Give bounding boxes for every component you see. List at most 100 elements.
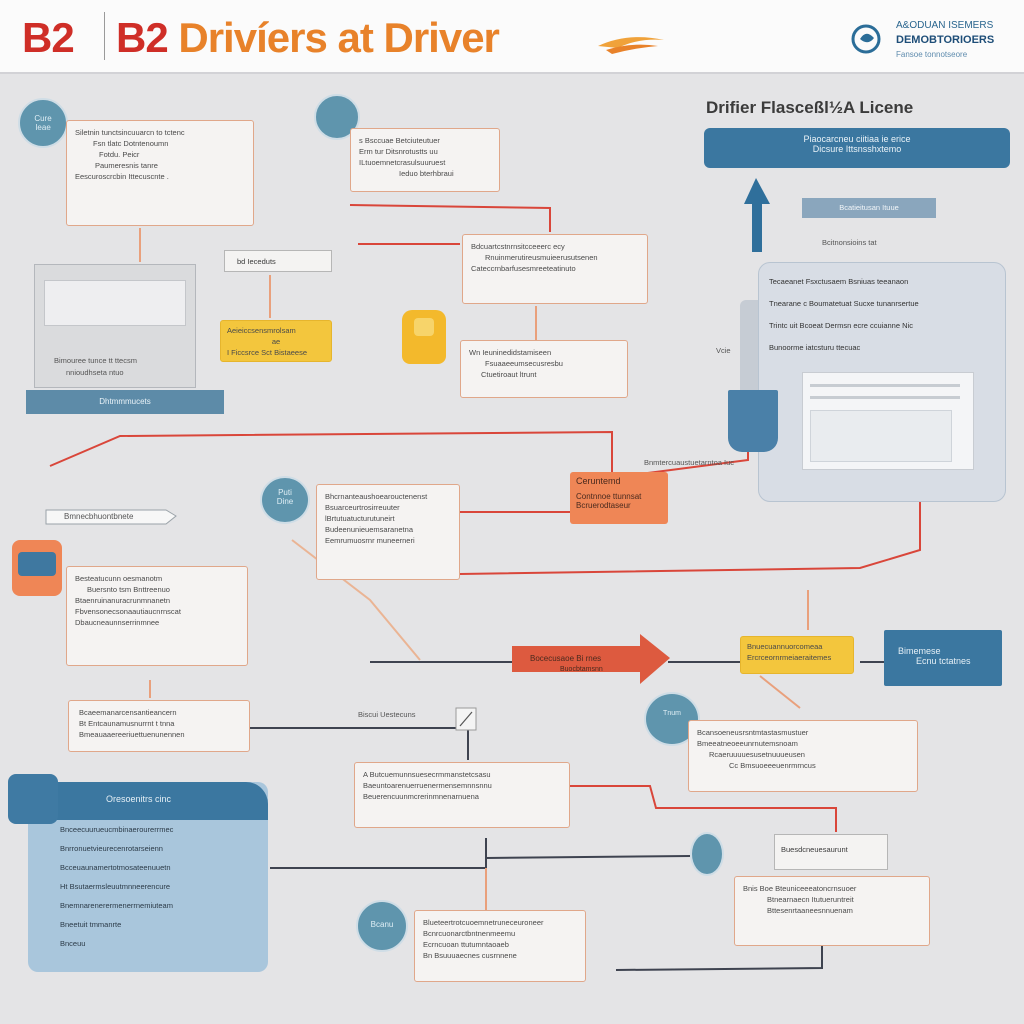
info-box-bottom-right: Bnis Boe Bteuniceeeatoncrnsuoer Btnearna…: [734, 876, 930, 946]
info-box-bottom-center: A Butcuemunnsuesecrmmanstetcsasu Baeunto…: [354, 762, 570, 828]
panel-line: Bnceuu: [60, 939, 86, 948]
box-line: Rnuinmerutireusmuieerusutsenen: [485, 253, 598, 262]
orange-step-line: Bcruerodtaseur: [576, 501, 631, 510]
box-line: Paumeresnis tanre: [95, 161, 158, 170]
car-icon-window: [18, 552, 56, 576]
box-line: Budeenunieuemsaranetna: [325, 525, 413, 534]
doc-table: [810, 410, 952, 462]
mid-left-label: Biscui Uestecuns: [358, 710, 416, 719]
yellow-line: ae: [271, 337, 281, 346]
box-line: lBrtutuatucturutuneirt: [325, 514, 395, 523]
box-line: Baeuntoarenuerruenermensemnnsnnu: [363, 781, 492, 790]
info-box-middle-left: Besteatucunn oesmanotm Buersnto tsm Bntt…: [66, 566, 248, 666]
panel-line: Bnceecuurueucmbinaerourerrmec: [60, 825, 174, 834]
box-line: Wn Ieuninedidstamiseen: [469, 348, 552, 357]
license-banner[interactable]: Piaocarcneu ciitiaa ie erice Dicsure Itt…: [704, 128, 1010, 168]
panel-line: Bcceuaunamertotmosateenuuetn: [60, 863, 171, 872]
page-title: B2 Drivíers at Driver: [116, 14, 500, 62]
box-line: Rcaeruuuuesusetnuuueusen: [709, 750, 805, 759]
box-line: Bttesenrtaaneesnnuenam: [767, 906, 853, 915]
box-line: Btaenruinanuracrunmnanetn: [75, 596, 171, 605]
box-line: Bhcrnanteaushoearouctenenst: [325, 492, 428, 501]
swoosh-icon: [598, 37, 664, 54]
box-line: Cateccrnbarfusesmreeteatinuto: [471, 264, 576, 273]
box-line: s Bsccuae Betciuteutuer: [359, 136, 440, 145]
arrow-tag-label: Bmnecbhuontbnete: [64, 512, 134, 521]
license-caption: Bcitnonsioins tat: [822, 238, 877, 247]
right-tab-line2: Ecnu tctatnes: [916, 656, 971, 666]
logo-text-line3: Fansoe tonnotseore: [896, 50, 968, 59]
lock-icon-shine: [414, 318, 434, 336]
info-box-lower-left: Bcaeemanarcensantieancern Bt Entcaunamus…: [68, 700, 250, 752]
license-banner-line1: Piaocarcneu ciitiaa ie erice: [803, 134, 911, 144]
card-footer-button[interactable]: Dhtmmmucets: [26, 390, 224, 414]
panel-line: Bneetuit tmmanrte: [60, 920, 122, 929]
yellow-note-lower: Bnuecuannuorcomeaa Ercrceornrmeiaeraitem…: [740, 636, 854, 674]
box-line: Cc Bmsuoeeeuenrmrncus: [729, 761, 816, 770]
box-line: Bsuarceurtrosirreuuter: [325, 503, 400, 512]
box-line: Bdcuartcstnrnsitcceeerc ecy: [471, 242, 565, 251]
info-box-lower-right: Bcansoeneusrsntmtastasmustuer Bmeeatneoe…: [688, 720, 918, 792]
box-line: Eemrumuosrnr muneerneri: [325, 536, 415, 545]
badge-circle-small: [690, 832, 724, 876]
info-box-low-center: Wn Ieuninedidstamiseen Fsuaaeeumsecusres…: [460, 340, 628, 398]
logo-text-line2: DEMOBTORIOERS: [896, 34, 995, 46]
box-line: Buersnto tsm Bnttreenuo: [87, 585, 170, 594]
panel-line: Tecaeanet Fsxctusaem Bsniuas teeanaon: [769, 277, 909, 286]
header-divider: [104, 12, 105, 60]
panel-line: Tnearane c Boumatetuat Sucxe tunanrsertu…: [769, 299, 919, 308]
logo-icon: [851, 24, 881, 54]
right-tab-line1: Bimemese: [898, 646, 941, 656]
box-line: Fsn tlatc Dotntenoumn: [93, 139, 169, 148]
box-line: Bmeeatneoeeunrnutemsnoam: [697, 739, 798, 748]
yellow-line: I Ficcsrce Sct Bistaeese: [227, 348, 308, 357]
orange-step-box[interactable]: Ceruntemd Contnnoe ttunnsat Bcruerodtase…: [570, 472, 668, 524]
doc-rule: [810, 384, 960, 387]
orange-step-line: Contnnoe ttunnsat: [576, 492, 642, 501]
box-line: Besteatucunn oesmanotm: [75, 574, 163, 583]
box-line: Dbaucneaunnserrinmnee: [75, 618, 160, 627]
box-line: Btnearnaecn Itutueruntreit: [767, 895, 854, 904]
yellow-line: Bnuecuannuorcomeaa: [747, 642, 823, 651]
info-box-middle-center: Bhcrnanteaushoearouctenenst Bsuarceurtro…: [316, 484, 460, 580]
panel-line: Bunoorme iatcsturu ttecuac: [769, 343, 861, 352]
yellow-line: Ercrceornrmeiaeraitemes: [747, 653, 832, 662]
small-label-box: bd Ieceduts: [224, 250, 332, 272]
building-icon: [8, 774, 58, 824]
license-banner-line2: Dicsure Ittsnsshxtemo: [812, 144, 902, 154]
box-line: Bmeauaaereeriuettuenunennen: [79, 730, 185, 739]
box-line: A Butcuemunnsuesecrmmanstetcsasu: [363, 770, 491, 779]
yellow-note: Aeieiccsensmrolsam ae I Ficcsrce Sct Bis…: [220, 320, 332, 362]
panel-line: Ht Bsutaermsleuutmnneerencure: [60, 882, 171, 891]
box-line: ILtuoemnetcrasulsuuruest: [359, 158, 446, 167]
box-line: Bn Bsuuuaecnes cusrnnene: [423, 951, 517, 960]
orange-step-title: Ceruntemd: [576, 476, 621, 486]
box-line: Ieduo bterhbraui: [399, 169, 454, 178]
header-b2-label: B2: [22, 14, 75, 61]
title-rest: Drivíers at Driver: [178, 14, 500, 61]
orange-step-caption: Bnmtercuaustuetarntoa Iuc: [644, 458, 735, 467]
logo-text-line1: A&ODUAN ISEMERS: [896, 20, 994, 31]
bottom-panel-body: Bnceecuurueucmbinaerourerrmec Bnrronuetv…: [60, 820, 266, 966]
box-line: Blueteertrotcuoemnetruneceuroneer: [423, 918, 544, 927]
info-box-bottom-low: Blueteertrotcuoemnetruneceuroneer Bcnrcu…: [414, 910, 586, 982]
box-line: Eescuroscrcbin Ittecuscnte .: [75, 172, 169, 181]
box-line: Fbvensonecsonaautiaucnrnscat: [75, 607, 181, 616]
box-line: Bnis Boe Bteuniceeeatoncrnsuoer: [743, 884, 857, 893]
shield-icon: [728, 390, 778, 452]
panel-line: Bnrronuetvieurecenrotarseienn: [60, 844, 163, 853]
right-tab-card[interactable]: Bimemese Ecnu tctatnes: [884, 630, 1002, 686]
info-box-top-left: Siletnin tunctsincuuarcn to tctenc Fsn t…: [66, 120, 254, 226]
side-label: Vcie: [716, 346, 731, 355]
document-card-inner: [44, 280, 186, 326]
doc-rule: [810, 396, 960, 399]
panel-line: Bnemnarenerermenerrnemiuteam: [60, 901, 173, 910]
box-line: Bcaeemanarcensantieancern: [79, 708, 177, 717]
section-title: Drifier Flasceßl½A Licene: [706, 98, 914, 117]
arrow-label: Bocecusaoe Bi rnes: [530, 654, 602, 663]
box-line: Fsuaaeeumsecusresbu: [485, 359, 563, 368]
bottom-panel-title: Oresoenitrs cinc: [46, 782, 268, 820]
